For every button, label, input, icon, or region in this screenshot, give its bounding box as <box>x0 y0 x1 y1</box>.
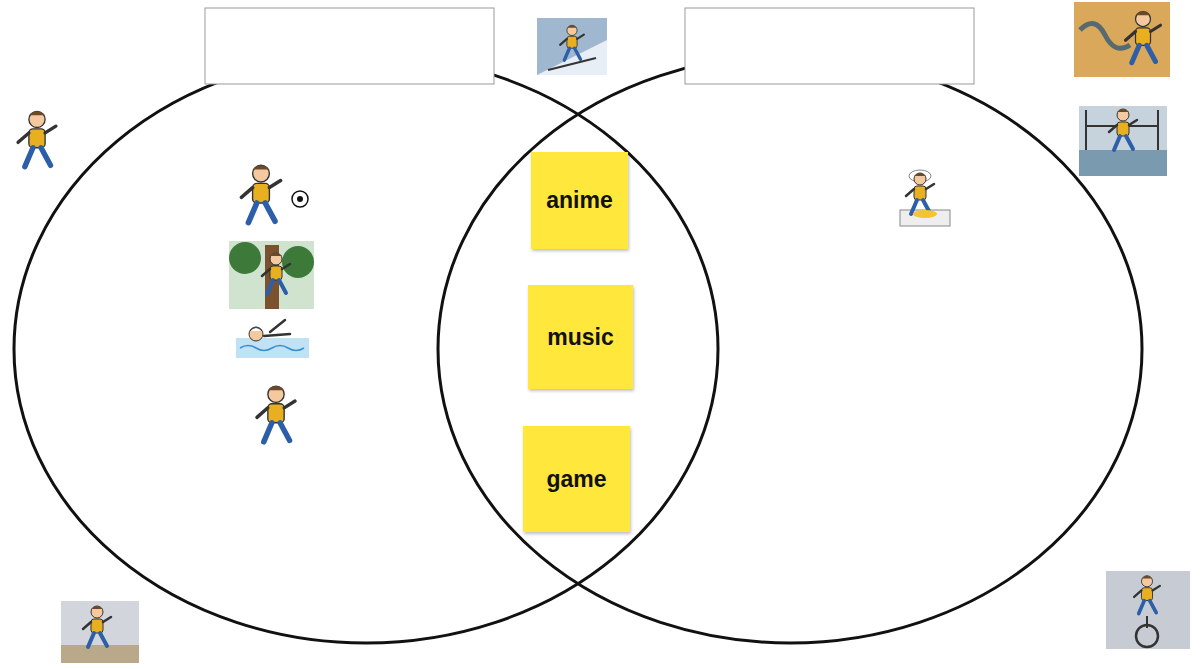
title-box <box>205 8 494 84</box>
tree-icon <box>229 241 314 309</box>
hurdle-icon <box>1079 106 1167 176</box>
soccer-icon <box>241 165 308 222</box>
right-circle <box>438 55 1142 643</box>
left-circle <box>14 55 718 643</box>
title-box <box>685 8 974 84</box>
snake-icon <box>1074 2 1170 77</box>
note-label: game <box>546 466 606 493</box>
unicycle-icon <box>1106 571 1190 649</box>
sticky-note: anime <box>531 152 628 249</box>
sticky-note: game <box>523 426 630 532</box>
runner-icon <box>257 386 295 442</box>
girl-icon <box>18 111 56 166</box>
longjump-icon <box>61 601 139 663</box>
note-label: anime <box>546 187 612 214</box>
sticky-note: music <box>528 285 633 389</box>
note-label: music <box>547 324 613 351</box>
skier-icon <box>537 18 607 75</box>
swimmer-icon <box>236 320 309 358</box>
cook-icon <box>900 170 950 226</box>
